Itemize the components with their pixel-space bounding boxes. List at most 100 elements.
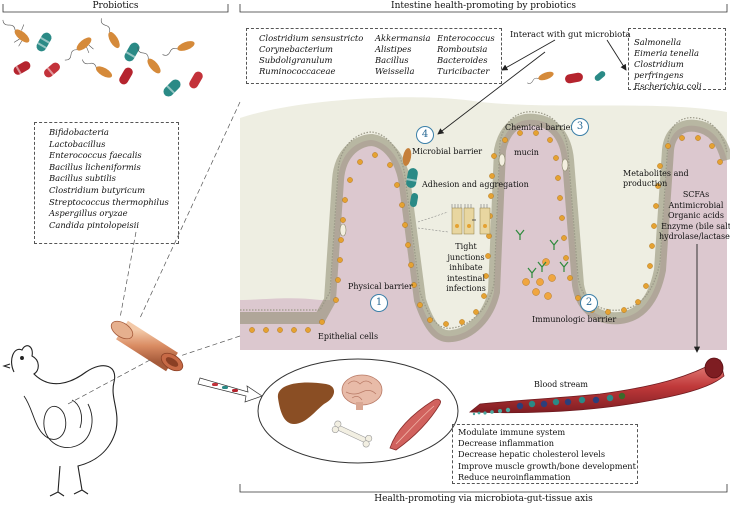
blood-cells	[516, 392, 626, 410]
bacterium-red	[13, 61, 31, 75]
epithelial-cells-label: Epithelial cells	[318, 332, 379, 341]
microbiota-item: Enterococcus	[437, 33, 495, 43]
bacterium-orange-flagellated	[162, 41, 195, 56]
pathogens-list: Salmonella Eimeria tenella Clostridium p…	[634, 37, 725, 92]
pathogens-box: Salmonella Eimeria tenella Clostridium p…	[628, 28, 726, 92]
antibodies	[515, 229, 569, 278]
metabolites-title: Metabolites and production	[623, 169, 689, 188]
species-item: Clostridium butyricum	[49, 184, 146, 195]
muscle-icon	[389, 398, 441, 451]
species-item: Streptococcus thermophilus	[49, 196, 169, 207]
metabolite-item: Antimicrobial	[668, 200, 724, 210]
chicken-illustration	[2, 345, 118, 497]
effects-box: Modulate immune system Decrease inflamma…	[452, 424, 638, 484]
immunologic-barrier-label: Immunologic barrier	[532, 315, 617, 324]
bacterium-orange-flagellated	[100, 18, 120, 49]
physical-barrier-label: Physical barrier	[348, 282, 413, 291]
intestine-tube-icon	[110, 320, 184, 372]
adhering-bacteria	[402, 148, 419, 207]
effects-list: Modulate immune system Decrease inflamma…	[458, 427, 636, 483]
tj-line: Tight junctions	[447, 242, 485, 262]
translocation-arrow	[197, 377, 263, 403]
barrier-number-2: 2	[580, 294, 598, 312]
microbiota-item: Akkermansia	[375, 33, 431, 43]
metabolite-item: SCFAs	[682, 190, 710, 199]
species-item: Enterococcus faecalis	[49, 150, 142, 161]
species-item: Aspergillus oryzae	[49, 208, 128, 219]
microbiota-item: Subdoligranulum	[259, 55, 333, 65]
bone-icon	[331, 420, 373, 448]
bacterium-orange-flagellated	[137, 46, 161, 74]
bacterium-orange-flagellated	[82, 59, 113, 78]
tj-line: inhibate	[449, 263, 483, 272]
microbiota-col-3: Enterococcus Romboutsia Bacteroides Turi…	[437, 33, 495, 77]
microbial-barrier-label: Microbial barrier	[412, 147, 483, 156]
projection-lines	[67, 101, 241, 405]
probiotics-header: Probiotics	[92, 1, 139, 11]
goblet-cells	[339, 153, 569, 237]
effect-item: Decrease hepatic cholesterol levels	[458, 449, 606, 460]
mucin-label: mucin	[514, 148, 539, 157]
probiotic-bacteria-group	[2, 18, 203, 97]
microbiota-item: Weissella	[375, 66, 415, 76]
effect-item: Decrease inflammation	[458, 438, 555, 449]
metabolite-item: Organic acids	[667, 211, 725, 221]
species-item: Bacillus licheniformis	[49, 161, 141, 172]
pathogen-item: Clostridium perfringens	[634, 59, 684, 80]
microbiota-item: Alistipes	[375, 44, 412, 54]
barrier-number-3: 3	[571, 118, 589, 136]
tj-line: infections	[446, 284, 486, 293]
pathogen-item: Eimeria tenella	[634, 48, 700, 58]
organs-panel	[257, 358, 459, 464]
effect-item: Modulate immune system	[458, 427, 566, 437]
microbiota-item: Turicibacter	[437, 66, 490, 76]
adhesion-label: Adhesion and aggregation	[422, 180, 529, 189]
tight-junction-inset	[417, 204, 491, 235]
blood-vessel	[468, 357, 725, 416]
bacterium-orange-flagellated	[64, 37, 94, 61]
tight-junctions-label: Tight junctions inhibate intestinal infe…	[436, 242, 496, 295]
barrier-number-4: 4	[416, 126, 434, 144]
interaction-arrows	[437, 39, 701, 353]
bacterium-red	[119, 67, 133, 85]
microvilli-border	[240, 111, 728, 329]
dotted-stream	[472, 407, 511, 416]
microbiota-item: Corynebacterium	[259, 44, 333, 54]
metabolites-list: SCFAs Antimicrobial Organic acids Enzyme…	[648, 190, 730, 243]
pathogen-bacteria	[527, 71, 606, 84]
microbiota-item: Ruminococcaceae	[259, 66, 336, 76]
pathogen-item: Salmonella	[634, 37, 682, 47]
gut-microbiota-box: Clostridium sensustricto Corynebacterium…	[246, 28, 502, 84]
bacterium-teal	[163, 79, 181, 97]
microbiota-col-2: Akkermansia Alistipes Bacillus Weissella	[375, 33, 430, 77]
species-item: Bifidobacteria	[49, 127, 109, 137]
microbiota-item: Clostridium sensustricto	[259, 33, 364, 43]
species-item: Candida pintolopeisii	[49, 219, 140, 230]
intestine-header: Intestine health-promoting by probiotics	[391, 1, 576, 11]
microbiota-item: Romboutsia	[437, 44, 488, 54]
bacterium-red	[189, 71, 203, 89]
header-lines	[2, 4, 728, 493]
lamina-propria	[240, 119, 727, 350]
effect-item: Reduce neuroinflammation	[458, 471, 571, 482]
bacterium-teal	[36, 32, 52, 52]
pathogen-item: Escherichia coli	[634, 81, 702, 91]
species-item: Bacillus subtilis	[49, 173, 116, 184]
effect-item: Improve muscle growth/bone development	[458, 460, 636, 471]
microbiota-col-1: Clostridium sensustricto Corynebacterium…	[259, 33, 363, 77]
bacterium-teal	[124, 42, 140, 62]
interact-label: Interact with gut microbiota	[510, 29, 631, 39]
microbiota-item: Bacteroides	[437, 55, 488, 65]
brain-icon	[341, 374, 383, 410]
blood-stream-label: Blood stream	[534, 380, 588, 389]
metabolite-item: hydrolase/lactase)	[658, 232, 730, 242]
probiotic-species-list: Bifidobacteria Lactobacillus Enterococcu…	[49, 127, 169, 231]
bacterium-orange-flagellated	[2, 19, 30, 47]
probiotic-species-box: Bifidobacteria Lactobacillus Enterococcu…	[34, 122, 179, 244]
species-item: Lactobacillus	[49, 138, 106, 149]
bacterium-red	[44, 62, 60, 78]
chemical-barrier-label: Chemical barrier	[505, 123, 575, 132]
barrier-number-1: 1	[370, 294, 388, 312]
microbiota-item: Bacillus	[375, 55, 409, 65]
